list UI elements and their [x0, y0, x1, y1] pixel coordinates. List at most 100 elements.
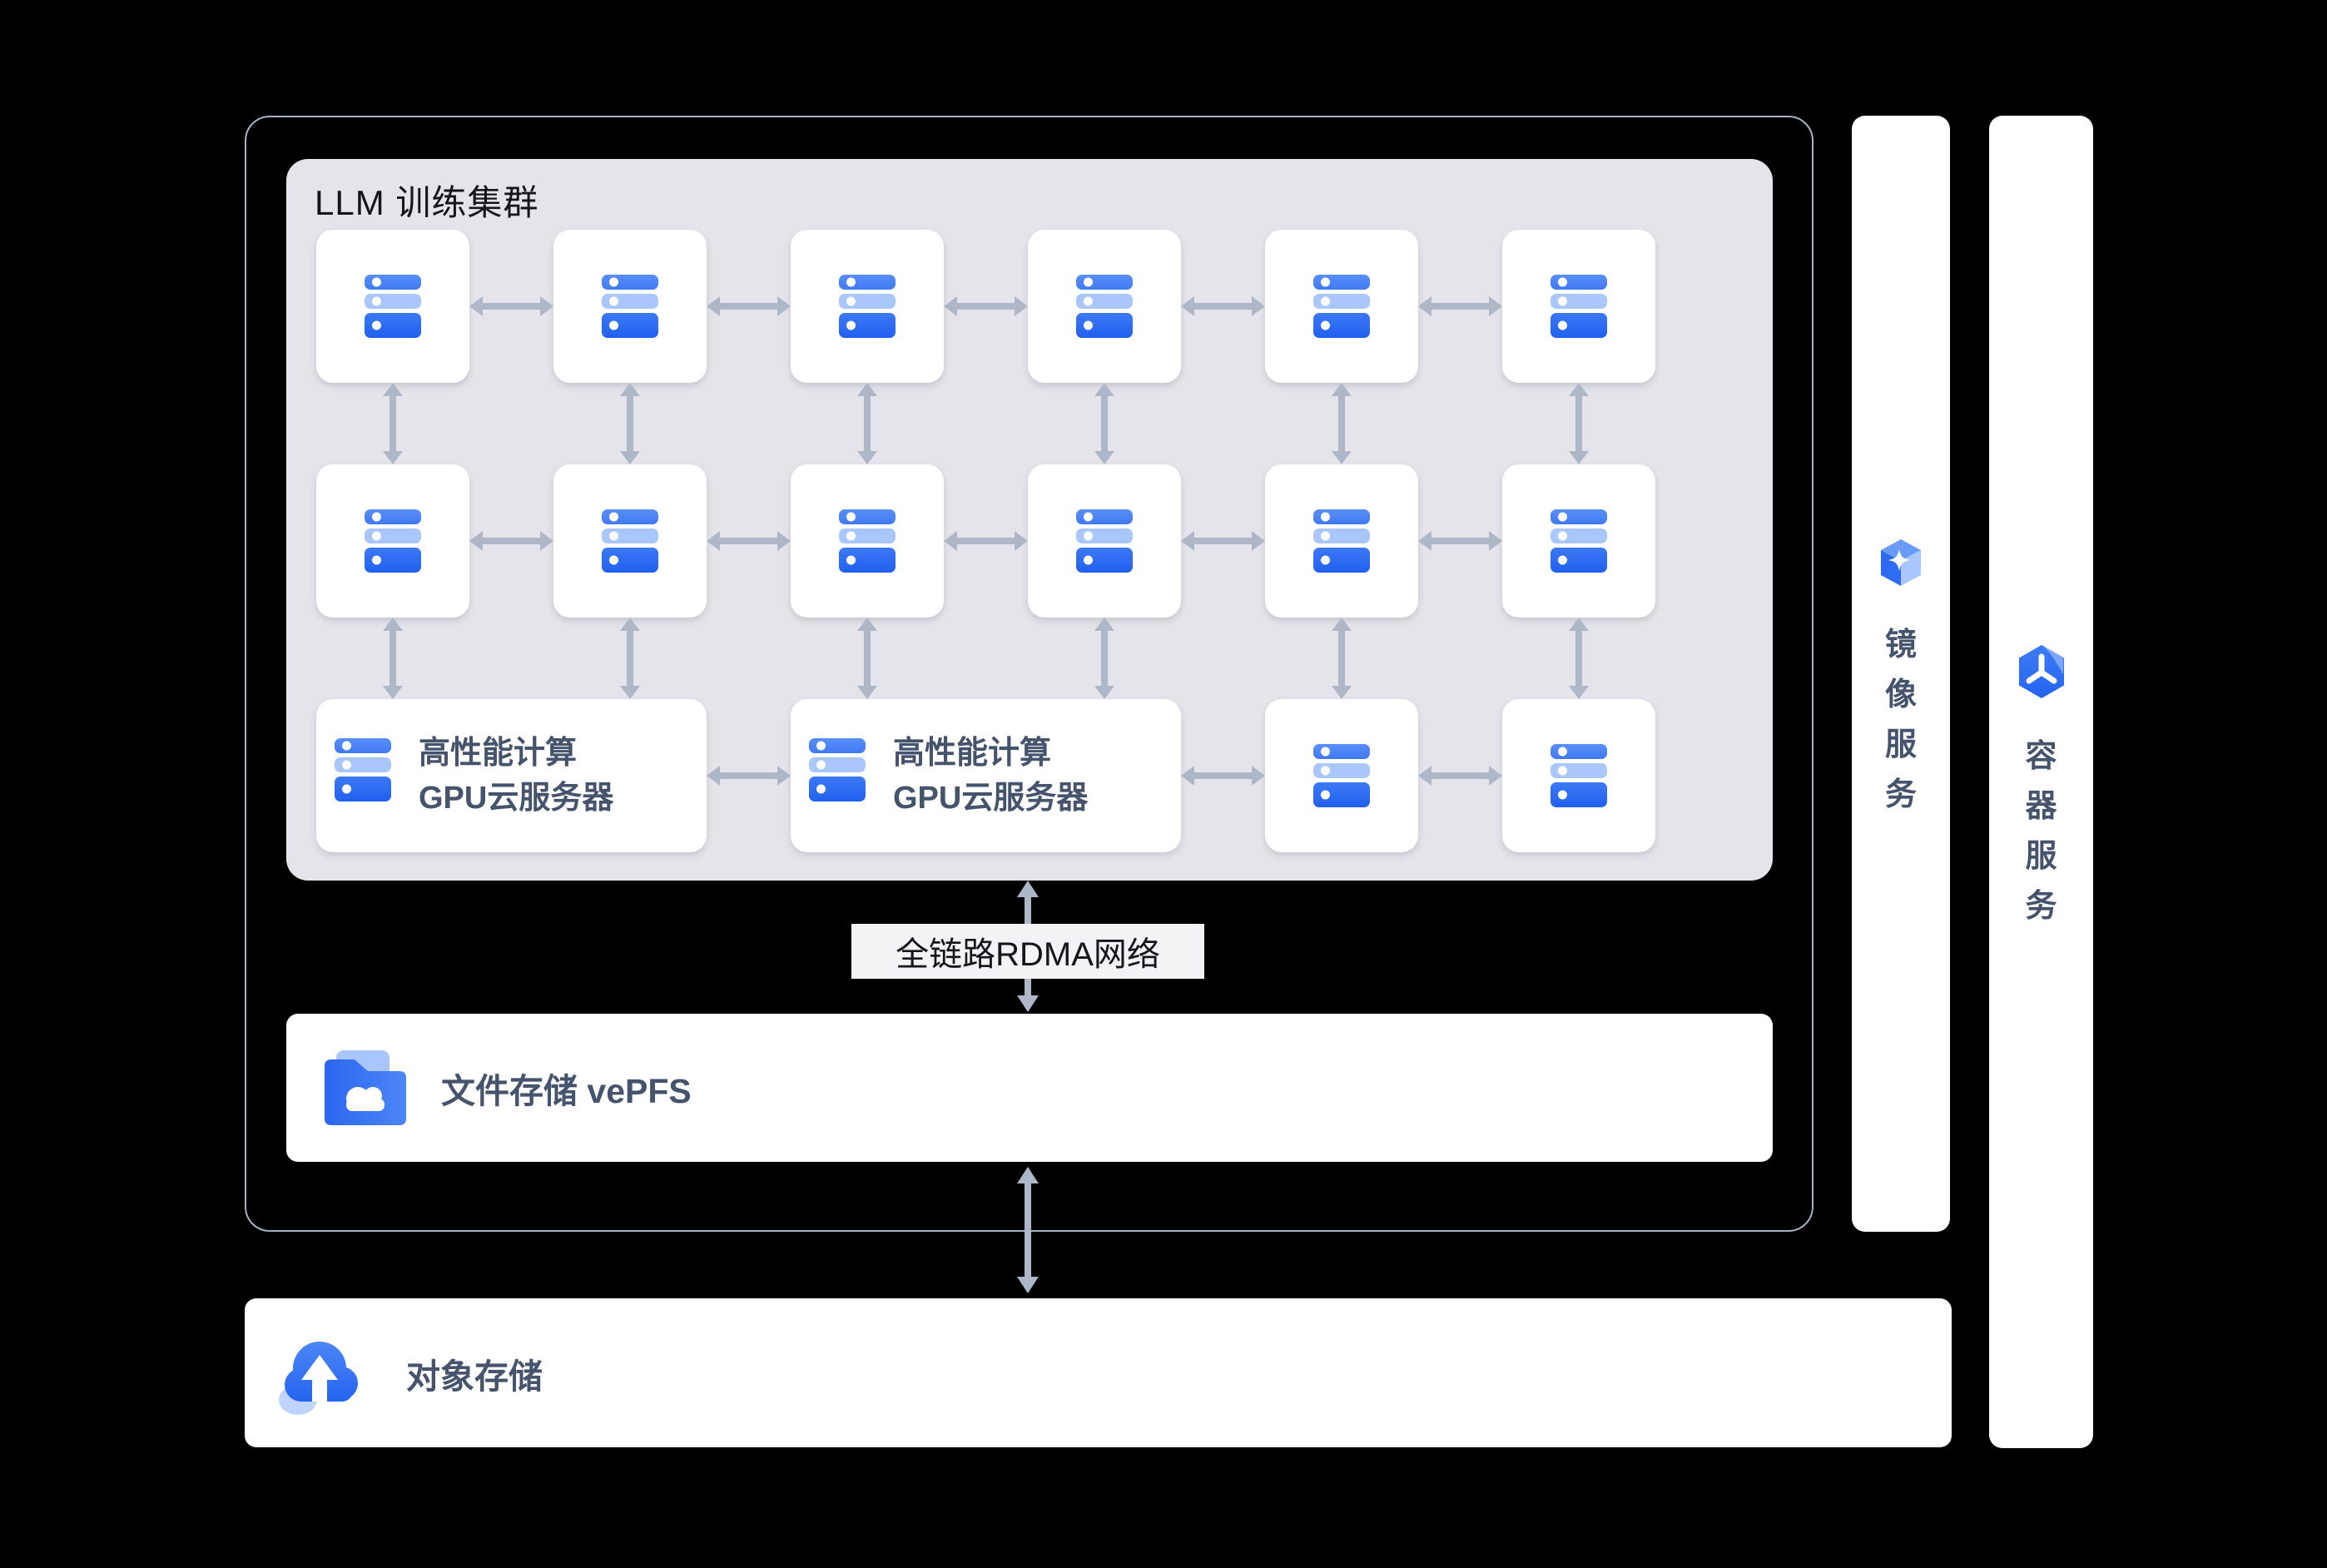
horizontal-link-arrow	[1181, 531, 1265, 551]
server-bar	[1076, 294, 1133, 309]
server-node-card	[1502, 699, 1655, 852]
vertical-link-arrow	[857, 618, 877, 699]
server-bar	[839, 313, 896, 338]
vertical-link-arrow	[1569, 618, 1589, 699]
server-bar	[1551, 548, 1607, 573]
server-bar	[839, 509, 896, 524]
server-node-card	[1265, 699, 1418, 852]
server-stack-icon	[1551, 509, 1607, 573]
server-bar	[365, 548, 421, 573]
horizontal-link-arrow	[1418, 296, 1502, 316]
horizontal-link-arrow	[469, 531, 553, 551]
server-bar	[839, 528, 896, 543]
server-node-card	[791, 464, 944, 618]
server-node-card	[1028, 230, 1181, 383]
server-bar	[809, 757, 866, 772]
vertical-link-arrow	[620, 618, 640, 699]
vertical-link-arrow	[1094, 618, 1114, 699]
server-bar	[1076, 509, 1133, 524]
server-bar	[1551, 313, 1607, 338]
server-bar	[1551, 294, 1607, 309]
vertical-label-char: 务	[2025, 888, 2057, 924]
server-bar	[1551, 782, 1607, 807]
server-node-card	[316, 464, 469, 618]
vertical-label-char: 服	[1884, 727, 1917, 762]
vertical-link-arrow	[1332, 618, 1352, 699]
server-node-card	[553, 230, 707, 383]
server-bar	[809, 738, 866, 753]
mirror-service-label: 镜像服务	[1885, 629, 1917, 811]
server-bar	[602, 294, 658, 309]
server-bar	[809, 777, 866, 801]
server-bar	[1313, 313, 1370, 338]
server-stack-icon	[365, 275, 421, 338]
server-bar	[602, 313, 658, 338]
server-bar	[365, 313, 421, 338]
vertical-link-arrow	[383, 618, 403, 699]
server-node-card	[1502, 464, 1655, 618]
server-node-card	[1502, 230, 1655, 383]
server-bar	[602, 548, 658, 573]
vertical-label-char: 镜	[1884, 627, 1917, 662]
server-bar	[1313, 528, 1370, 543]
vertical-label-char: 务	[1884, 777, 1917, 812]
vertical-link-arrow	[383, 383, 403, 464]
server-stack-icon	[839, 275, 896, 338]
server-bar	[839, 294, 896, 309]
vertical-label-char: 像	[1884, 677, 1917, 712]
server-bar	[1551, 509, 1607, 524]
horizontal-link-arrow	[707, 531, 791, 551]
server-stack-icon	[1551, 744, 1607, 807]
gpu-card-label-line2: GPU云服务器	[419, 781, 614, 816]
vertical-label-char: 器	[2025, 788, 2057, 824]
server-bar	[1551, 528, 1607, 543]
server-bar	[1313, 782, 1370, 807]
server-bar	[1551, 744, 1607, 759]
vertical-link-arrow	[620, 383, 640, 464]
cluster-title: LLM 训练集群	[315, 183, 539, 222]
server-bar	[1076, 528, 1133, 543]
server-bar	[365, 275, 421, 290]
server-bar	[1313, 294, 1370, 309]
server-bar	[335, 738, 391, 753]
server-bar	[1076, 313, 1133, 338]
server-bar	[1076, 548, 1133, 573]
mirror-cube-icon	[1881, 538, 1921, 586]
server-bar	[1313, 275, 1370, 290]
horizontal-link-arrow	[1181, 296, 1265, 316]
server-bar	[602, 509, 658, 524]
vertical-label-char: 容	[2025, 738, 2057, 774]
object-storage-box: 对象存储	[245, 1298, 1952, 1447]
server-bar	[1313, 548, 1370, 573]
storage-link-arrow	[1017, 1167, 1039, 1293]
horizontal-link-arrow	[944, 531, 1028, 551]
file-storage-box: 文件存储 vePFS	[286, 1014, 1773, 1162]
server-stack-icon	[335, 738, 391, 801]
server-bar	[602, 275, 658, 290]
server-stack-icon	[1551, 275, 1607, 338]
server-bar	[365, 509, 421, 524]
horizontal-link-arrow	[1418, 766, 1502, 786]
horizontal-link-arrow	[707, 296, 791, 316]
server-node-card	[1028, 464, 1181, 618]
server-bar	[1076, 275, 1133, 290]
file-storage-label: 文件存储 vePFS	[441, 1072, 692, 1110]
server-stack-icon	[1313, 744, 1370, 807]
server-bar	[335, 757, 391, 772]
horizontal-link-arrow	[469, 296, 553, 316]
server-bar	[1551, 763, 1607, 778]
server-bar	[1313, 509, 1370, 524]
container-service-label: 容器服务	[2025, 741, 2057, 922]
server-stack-icon	[839, 509, 896, 573]
server-stack-icon	[1313, 275, 1370, 338]
server-stack-icon	[1313, 509, 1370, 573]
server-node-card	[1265, 230, 1418, 383]
server-stack-icon	[365, 509, 421, 573]
server-node-card	[553, 464, 707, 618]
gpu-card-label-line1: 高性能计算	[893, 736, 1052, 771]
